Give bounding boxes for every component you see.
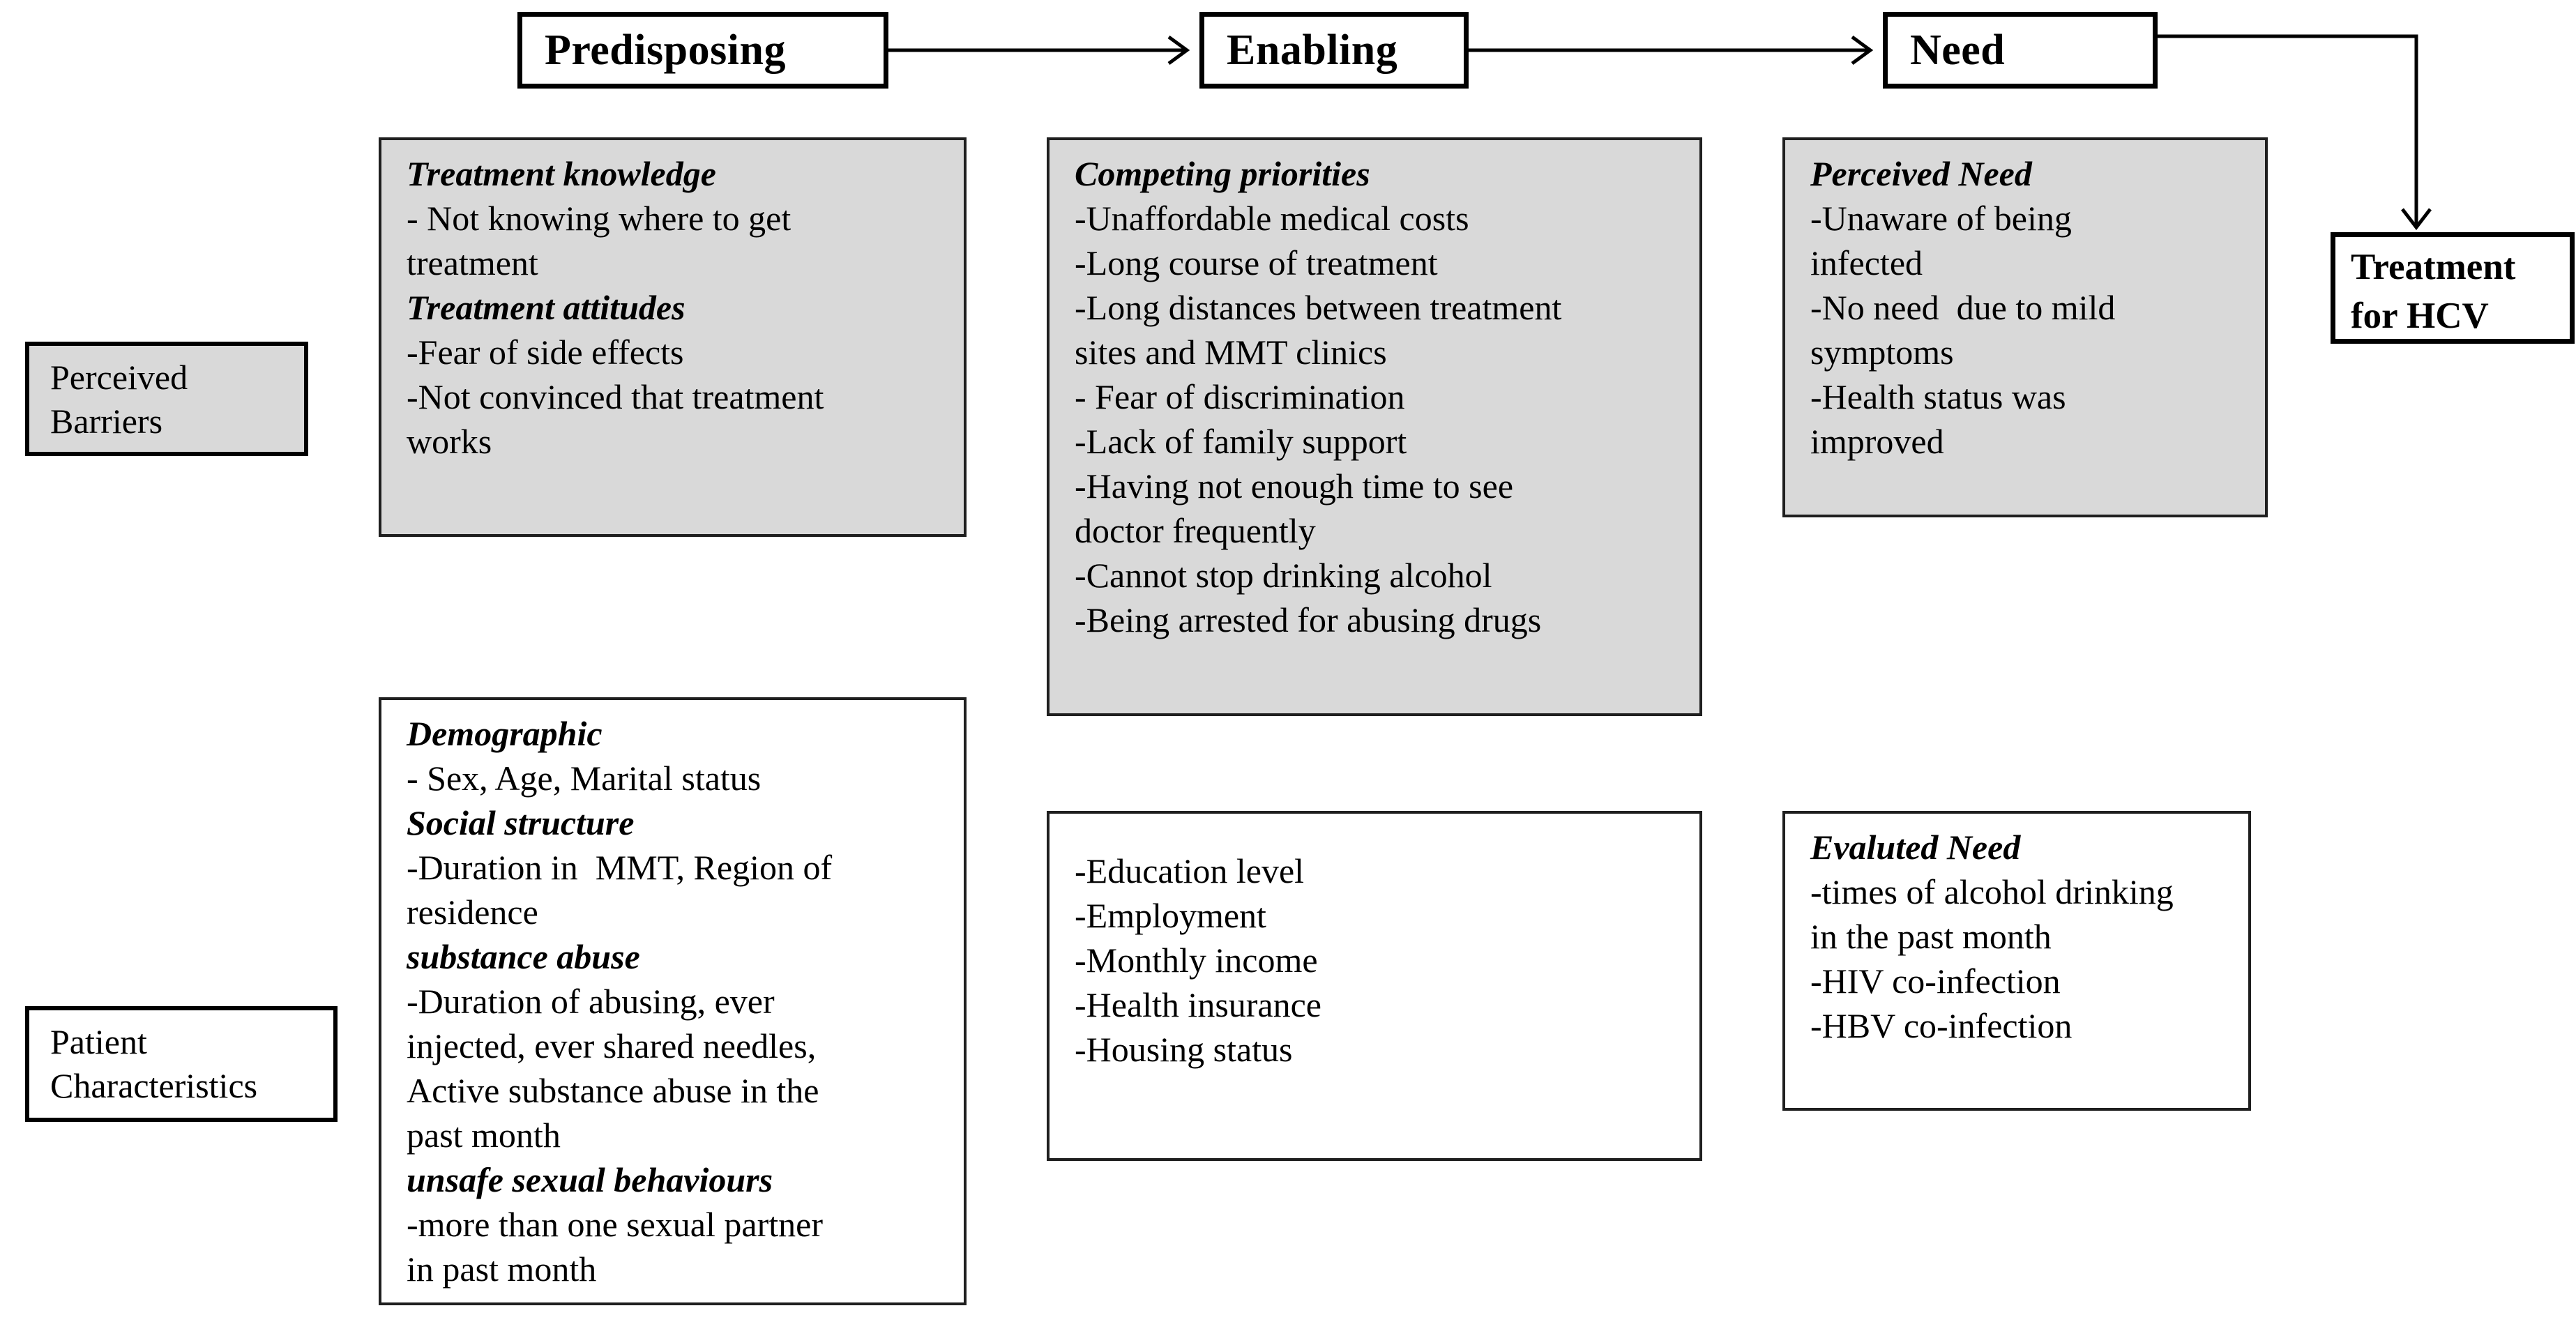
text-line: -No need due to mild [1810,288,2116,327]
text-line: sites and MMT clinics [1075,333,1387,372]
text-line: Perceived Need [1810,154,2032,193]
text-line: Demographic [407,714,603,753]
text-line: -Not convinced that treatment [407,377,824,416]
text-line: Characteristics [50,1066,258,1105]
text-line: -Duration in MMT, Region of [407,848,833,887]
text-line: past month [407,1116,561,1155]
text-line: -Health insurance [1075,985,1322,1024]
box-need-barriers: Perceived Need -Unaware of being infected -… [1782,137,2268,517]
text-line: Evaluted Need [1810,828,2021,867]
stage-box-enabling: Enabling [1199,12,1469,89]
outcome-box-treatment-for-hcv: Treatment for HCV [2331,232,2575,344]
text-line: Active substance abuse in the [407,1071,819,1110]
box-enabling-barriers: Competing priorities -Unaffordable medica… [1047,137,1702,716]
text-line: unsafe sexual behaviours [407,1160,773,1199]
text-line: infected [1810,243,1923,282]
text-line: Treatment attitudes [407,288,685,327]
text-line: -Monthly income [1075,941,1318,980]
text-line: Social structure [407,803,635,842]
text-line: injected, ever shared needles, [407,1026,817,1065]
text-line: Treatment knowledge [407,154,716,193]
stage-label-predisposing: Predisposing [545,26,786,74]
text-line: -Being arrested for abusing drugs [1075,600,1542,639]
text-line: -Employment [1075,896,1266,935]
stage-box-need: Need [1883,12,2158,89]
stage-label-enabling: Enabling [1227,26,1398,74]
text-line: -Housing status [1075,1030,1293,1069]
text-line: -Health status was [1810,377,2066,416]
text-line: -HIV co-infection [1810,962,2061,1001]
text-line: works [407,422,492,461]
text-line: - Sex, Age, Marital status [407,759,762,798]
text-line: Competing priorities [1075,154,1370,193]
text-line: -Long distances between treatment [1075,288,1562,327]
text-line: for HCV [2351,296,2489,336]
text-line: in past month [407,1249,597,1289]
box-predisposing-barriers: Treatment knowledge - Not knowing where t… [379,137,967,537]
text-line: -more than one sexual partner [407,1205,823,1244]
stage-box-predisposing: Predisposing [517,12,888,89]
box-need-characteristics: Evaluted Need -times of alcohol drinking i… [1782,811,2251,1111]
arrowhead-treatment [2401,208,2432,231]
text-line: Treatment [2351,247,2516,287]
text-line: substance abuse [407,937,640,976]
text-line: - Fear of discrimination [1075,377,1405,416]
text-line: -Duration of abusing, ever [407,982,775,1021]
text-line: Barriers [50,402,163,441]
text-line: improved [1810,422,1944,461]
arrowhead-need [1851,35,1874,66]
stage-label-need: Need [1910,26,2006,74]
text-line: -Cannot stop drinking alcohol [1075,556,1492,595]
text-line: - Not knowing where to get [407,199,791,238]
box-enabling-characteristics: -Education level -Employment -Monthly inco… [1047,811,1702,1161]
text-line: -Education level [1075,851,1305,890]
text-line: -Fear of side effects [407,333,684,372]
text-line: symptoms [1810,333,1954,372]
text-line: treatment [407,243,538,282]
text-line: -Having not enough time to see [1075,466,1514,506]
text-line: -times of alcohol drinking [1810,872,2174,911]
text-line: -HBV co-infection [1810,1006,2073,1045]
text-line: -Unaware of being [1810,199,2072,238]
text-line: doctor frequently [1075,511,1316,550]
text-line: in the past month [1810,917,2052,956]
arrowhead-enabling [1167,35,1190,66]
text-line: -Lack of family support [1075,422,1407,461]
text-line: Patient [50,1022,147,1061]
text-line: -Unaffordable medical costs [1075,199,1469,238]
text-line: residence [407,892,538,932]
text-line: -Long course of treatment [1075,243,1438,282]
text-line: Perceived [50,358,188,397]
